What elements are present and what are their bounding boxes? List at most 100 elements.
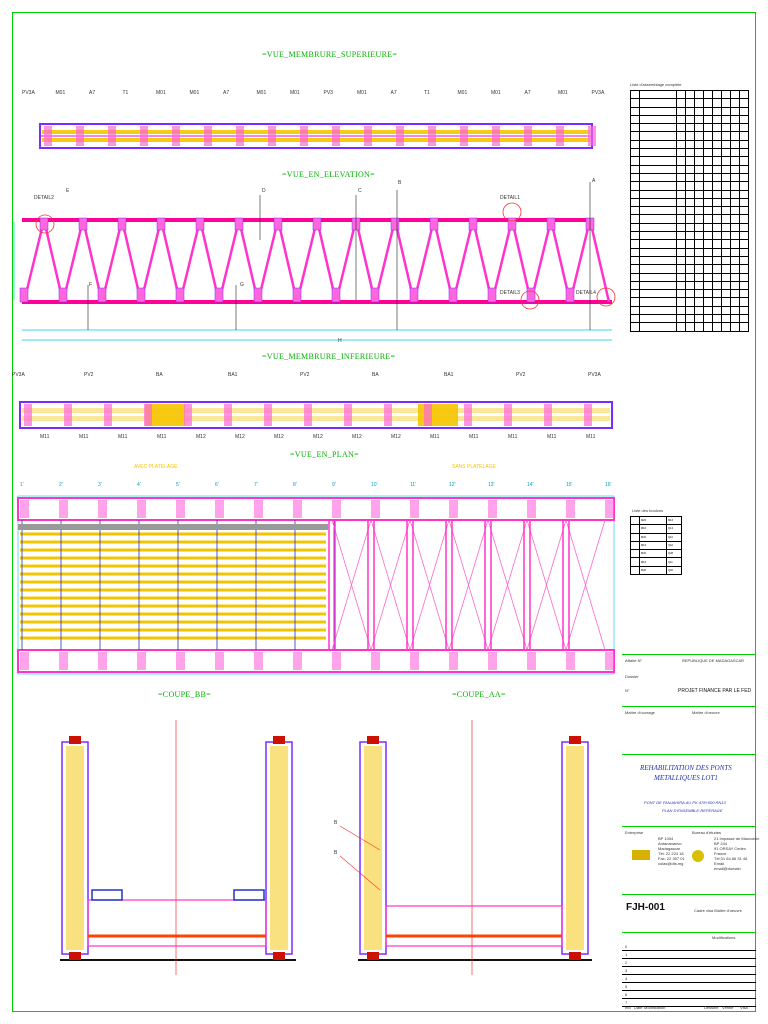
bottom-chord-label-bottom: M11 (40, 434, 50, 440)
detail-label: DETAIL1 (500, 195, 520, 201)
drawing-frame (12, 12, 756, 1012)
revision-index: 3 (625, 968, 628, 973)
section-letter: A (592, 178, 596, 184)
coupe-ref: B (334, 820, 338, 826)
revision-index: 7 (625, 1000, 628, 1005)
project-line1: REHABILITATION DES PONTS (640, 764, 732, 772)
bottom-chord-label-top: PV2 (300, 372, 310, 378)
top-chord-label: M01 (457, 90, 468, 96)
revision-footer-cell: Dessiné (704, 1005, 719, 1010)
bottom-chord-label-bottom: M11 (79, 434, 89, 440)
bottom-chord-label-bottom: M12 (196, 434, 206, 440)
plan-axis-label: 15' (566, 482, 573, 488)
bottom-chord-label-top: BA (156, 372, 163, 378)
entreprise-logo (632, 850, 650, 860)
revision-footer-cell: Ind (625, 1005, 631, 1010)
title-block: Affaire N° REPUBLIQUE DE MADAGASCAR Doss… (622, 654, 760, 1012)
plan-axis-label: 13' (488, 482, 495, 488)
revision-index: 5 (625, 984, 628, 989)
drawing-canvas (13, 123, 616, 975)
revision-footer-cell: Visa (740, 1005, 748, 1010)
top-chord-label: A7 (223, 90, 230, 96)
bureau-address-line: France (714, 851, 727, 856)
no-label: N° (625, 688, 630, 693)
entreprise-address-line: colas@dts.mg (658, 861, 684, 866)
republic: REPUBLIQUE DE MADAGASCAR (682, 658, 745, 663)
elevation-title: =VUE_EN_ELEVATION= (282, 170, 375, 179)
affaire-label: Affaire N° (625, 658, 643, 663)
bureau-address-line: 91 ORSAY Cedex (714, 846, 746, 851)
bureau-address-line: Tél 01 64 86 31 46 (714, 856, 748, 861)
top-chord-label: PV3 (323, 90, 333, 96)
revision-index: 6 (625, 992, 628, 997)
plan-axis-label: 6' (215, 482, 219, 488)
top-chord-label: M01 (256, 90, 267, 96)
plan-axis-label: 8' (293, 482, 297, 488)
plan-axis-label: 9' (332, 482, 336, 488)
section-aa (339, 720, 592, 975)
plan-axis-label: 16' (605, 482, 612, 488)
plan-axis-label: 11' (410, 482, 417, 488)
bottom-chord-label-top: PV2 (84, 372, 94, 378)
bottom-chord-label-top: BA (372, 372, 379, 378)
bottom-chord-label-bottom: M12 (313, 434, 323, 440)
plan-right-label: SANS PLATELAGE (452, 464, 496, 470)
project-sub2: PLAN D'ENSEMBLE-REPERAGE (662, 808, 723, 813)
bureau-address-line: BP 244 (714, 841, 728, 846)
top-chord-view (39, 123, 596, 149)
plan-axis-label: 10' (371, 482, 378, 488)
bureau-address-line: 21 Impasse de Mauvoisin (714, 836, 760, 841)
section-letter: B (398, 180, 402, 186)
bureau-label: Bureau d'études (692, 830, 722, 835)
top-chord-label: M01 (357, 90, 367, 96)
top-chord-label: M01 (55, 90, 66, 96)
bottom-chord-label-bottom: M12 (235, 434, 245, 440)
visa-label: Cadre visa Maître d'oeuvre (694, 908, 742, 913)
bottom-chord-label-bottom: M11 (469, 434, 479, 440)
top-chord-label: PV3A (591, 90, 605, 96)
bureau-address-line: email@domain (714, 866, 741, 871)
entreprise-address-line: Antananarivo (658, 841, 682, 846)
revision-index: 0 (625, 944, 628, 949)
bottom-chord-label-bottom: M11 (508, 434, 518, 440)
section-letter: E (66, 188, 70, 194)
bottom-chord-view (19, 401, 613, 429)
project-sub1: PONT DE FANJAHIRA AU PK 478+500 RN13 (644, 800, 726, 805)
plan-axis-label: 14' (527, 482, 534, 488)
revision-footer-cell: Modification (644, 1005, 666, 1010)
revision-header: Modifications (712, 935, 736, 940)
top-chord-label: M01 (189, 90, 200, 96)
bom-table (630, 89, 749, 332)
bottom-chord-label-bottom: M11 (586, 434, 596, 440)
bom-title: Liste d'assemblage complète (630, 82, 682, 87)
plan-axis-label: 7' (254, 482, 258, 488)
top-chord-label: A7 (390, 90, 397, 96)
top-chord-label: T1 (122, 90, 129, 96)
plan-axis-label: 4' (137, 482, 141, 488)
entreprise-label: Entreprise (625, 830, 644, 835)
revision-footer-cell: Date (634, 1005, 643, 1010)
top-chord-label: M01 (156, 90, 166, 96)
bottom-chord-label-top: PV2 (516, 372, 526, 378)
coupe-aa-title: =COUPE_AA= (452, 690, 506, 699)
entreprise-address-line: Fax: 22 357 01 (658, 856, 685, 861)
moa-label: Maître d'ouvrage (625, 710, 655, 715)
detail-label: DETAIL4 (576, 290, 596, 296)
coupe-bb-title: =COUPE_BB= (158, 690, 211, 699)
revision-index: 2 (625, 960, 628, 965)
bottom-chord-label-top: PV3A (12, 372, 25, 378)
section-letter: F (89, 282, 93, 288)
elevation-view (13, 182, 616, 341)
detail-label: DETAIL2 (34, 195, 54, 201)
bottom-chord-label-bottom: M11 (547, 434, 557, 440)
dossier-label: Dossier (625, 674, 639, 679)
entreprise-address-line: BP 1004 (658, 836, 674, 841)
top-chord-label: PV3A (22, 90, 35, 96)
entreprise-address-line: Madagascar (658, 846, 681, 851)
bottom-chord-label-top: BA1 (444, 372, 454, 378)
bottom-chord-title: =VUE_MEMBRURE_INFERIEURE= (262, 352, 396, 361)
revision-index: 4 (625, 976, 628, 981)
plan-left-label: AVEC PLATELAGE (134, 464, 178, 470)
top-chord-label: T1 (424, 90, 430, 96)
